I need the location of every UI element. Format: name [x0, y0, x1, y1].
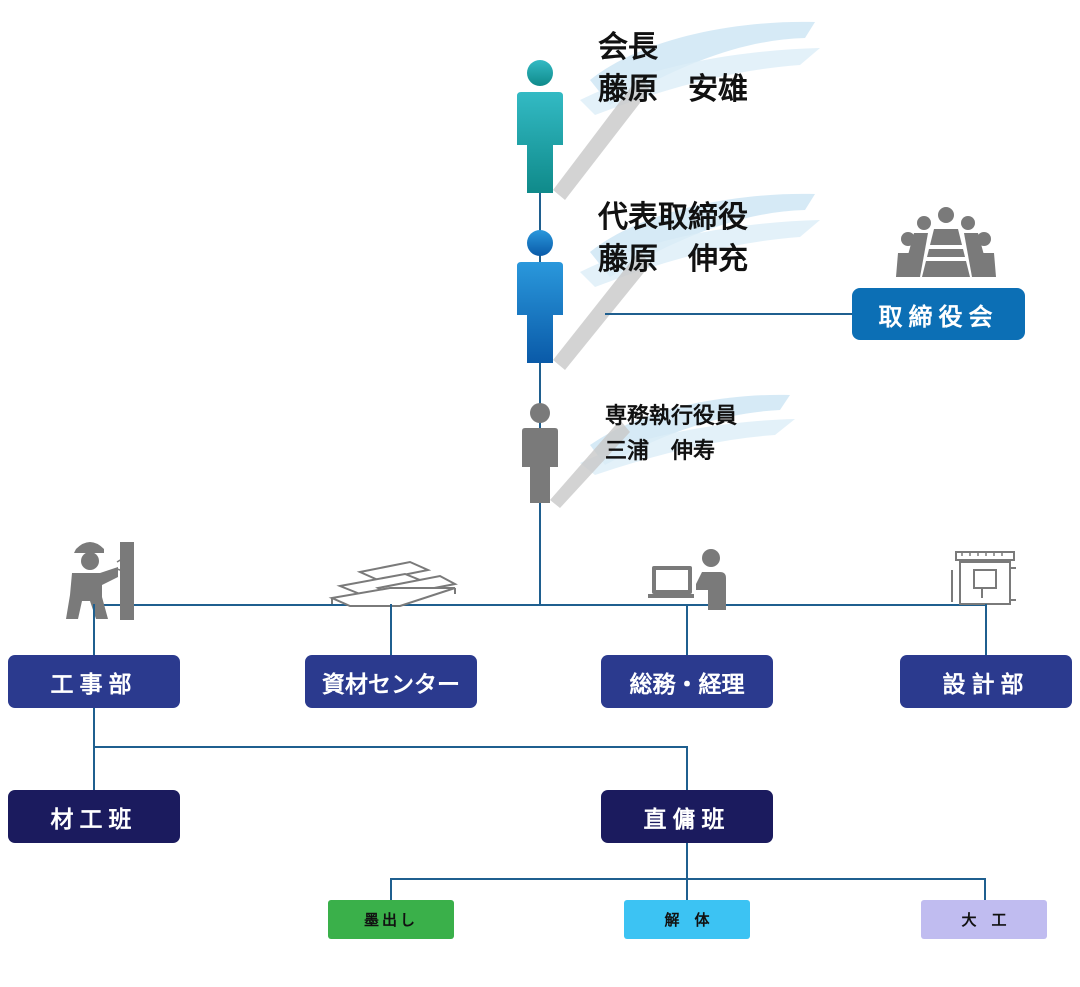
department-box-design: 設計部 — [900, 655, 1072, 708]
team-box-marking: 墨出し — [328, 900, 454, 939]
dept-connector-3 — [686, 604, 688, 656]
department-box-general-affairs: 総務・経理 — [601, 655, 773, 708]
president-name: 藤原 伸充 — [598, 242, 748, 277]
board-meeting-icon — [896, 207, 996, 277]
person-shadow-1 — [553, 75, 650, 200]
section-box-direct-hire: 直傭班 — [601, 790, 773, 843]
executive-name: 三浦 伸寿 — [605, 438, 716, 464]
department-box-materials: 資材センター — [305, 655, 477, 708]
dept-connector-2 — [390, 604, 392, 656]
lumber-stack-icon — [328, 560, 458, 607]
chairman-title: 会長 — [598, 30, 658, 65]
team-stem-line — [686, 843, 688, 901]
team-bus-line — [390, 878, 986, 880]
board-box: 取締役会 — [852, 288, 1025, 340]
executive-title: 専務執行役員 — [605, 403, 738, 429]
blueprint-icon — [951, 551, 1016, 605]
person-shadow-2 — [553, 250, 650, 370]
team-connector-3 — [984, 878, 986, 901]
section-box-materials-labor: 材工班 — [8, 790, 180, 843]
person-icon-executive — [522, 403, 558, 503]
department-box-construction: 工事部 — [8, 655, 180, 708]
president-title: 代表取締役 — [598, 200, 748, 235]
person-shadow-3 — [550, 420, 630, 508]
team-box-demolition: 解 体 — [624, 900, 750, 939]
office-worker-computer-icon — [648, 549, 726, 610]
person-icon-president — [517, 230, 563, 363]
spine-line — [539, 185, 541, 605]
chairman-name: 藤原 安雄 — [598, 72, 748, 107]
department-bus-line — [93, 604, 987, 606]
section-connector-direct — [686, 746, 688, 790]
team-box-carpentry: 大 工 — [921, 900, 1047, 939]
dept-connector-1 — [93, 604, 95, 656]
dept-connector-4 — [985, 604, 987, 656]
section-stem-line — [93, 708, 95, 790]
person-icon-chairman — [517, 60, 563, 193]
construction-worker-icon — [66, 542, 134, 620]
team-connector-1 — [390, 878, 392, 901]
section-bus-line — [93, 746, 688, 748]
brush-stroke-3 — [580, 394, 795, 475]
board-connector-line — [605, 313, 855, 315]
